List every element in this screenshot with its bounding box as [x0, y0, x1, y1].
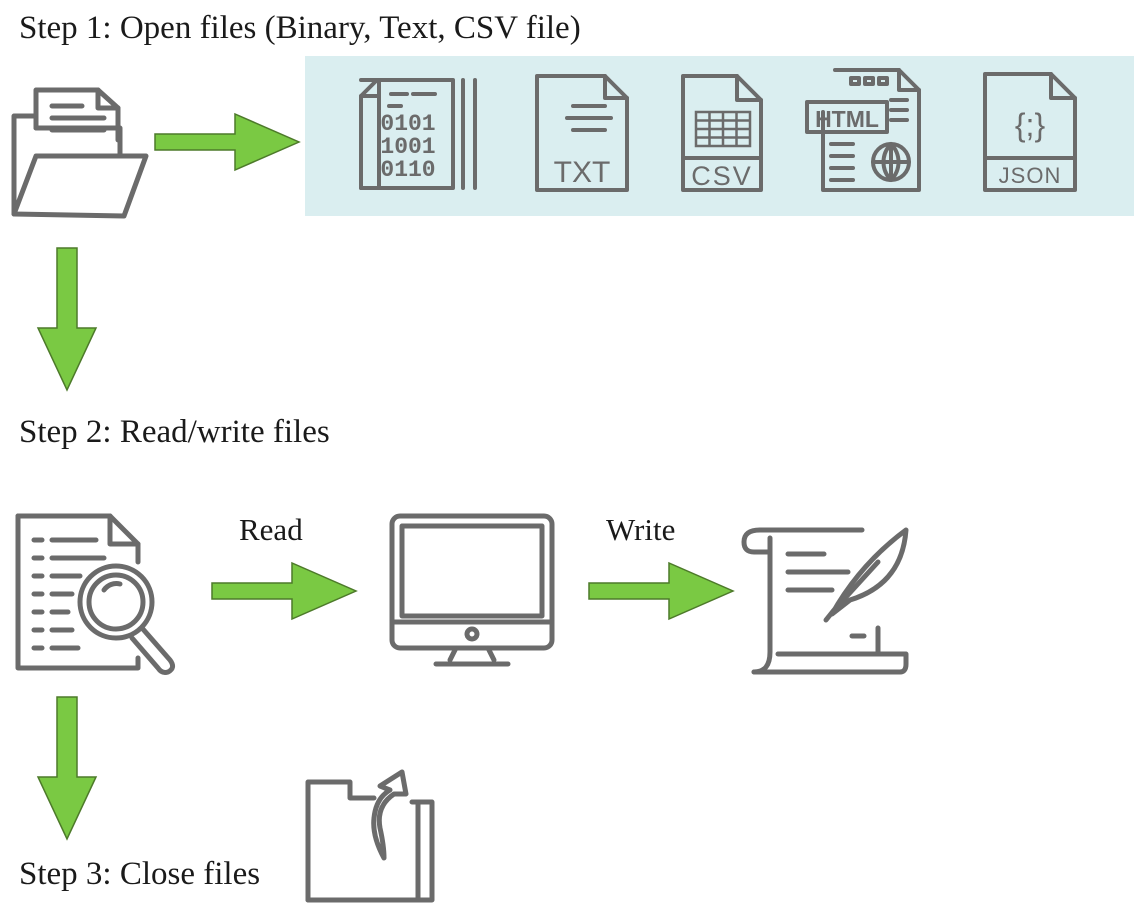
step-1-title: Step 1: Open files (Binary, Text, CSV fi…: [19, 10, 581, 46]
html-file-icon: [805, 68, 921, 192]
file-types-panel: 0101 1001 0110 TXT CSV HTML {;} JSON: [305, 56, 1134, 216]
json-label: JSON: [999, 163, 1062, 188]
read-label: Read: [239, 512, 303, 547]
json-symbol: {;}: [1015, 107, 1046, 143]
csv-grid-icon: [694, 110, 752, 148]
document-search-icon: [12, 510, 182, 675]
read-arrow: [210, 561, 360, 621]
monitor-icon: [388, 512, 558, 670]
csv-file-icon: [681, 74, 763, 192]
txt-label: TXT: [554, 156, 611, 189]
binary-bits-row-3: 0110: [380, 157, 435, 183]
closed-folder-icon: [302, 766, 442, 906]
open-arrow-right: [153, 112, 303, 172]
binary-file-icon: [359, 78, 477, 190]
step-2-title: Step 2: Read/write files: [19, 414, 330, 450]
write-label: Write: [606, 512, 676, 547]
html-label: HTML: [815, 106, 879, 132]
write-arrow: [587, 561, 737, 621]
txt-file-icon: [535, 74, 629, 192]
binary-bits-row-1: 0101: [380, 111, 435, 137]
open-folder-icon: [8, 84, 153, 224]
step1-down-arrow: [36, 246, 98, 394]
binary-bits-row-2: 1001: [380, 134, 435, 160]
csv-label: CSV: [691, 161, 753, 191]
step2-down-arrow: [36, 695, 98, 843]
scroll-quill-icon: [740, 524, 915, 679]
step-3-title: Step 3: Close files: [19, 856, 261, 892]
json-file-icon: [983, 72, 1077, 192]
